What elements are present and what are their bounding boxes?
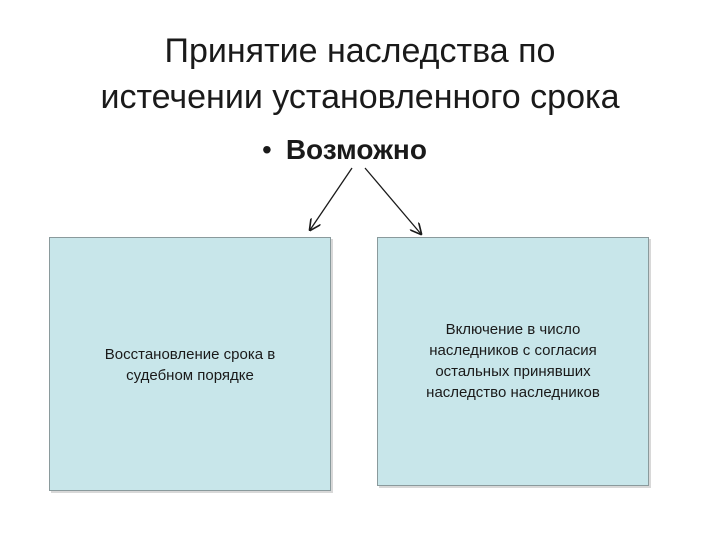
- box-right-line-2: наследников с согласия: [429, 342, 597, 359]
- option-box-court-restoration-text: Восстановление срока в судебном порядке: [105, 344, 275, 386]
- slide-title-line-2: истечении установленного срока: [100, 78, 620, 116]
- box-right-line-3: остальных принявших: [435, 363, 591, 380]
- arrow-to-right-box: [364, 167, 421, 234]
- bullet-item-possible: • Возможно: [262, 134, 427, 166]
- bullet-marker: •: [262, 134, 272, 165]
- option-box-heirs-consent: Включение в число наследников с согласия…: [377, 237, 649, 486]
- option-box-court-restoration: Восстановление срока в судебном порядке: [49, 237, 331, 491]
- slide-title: Принятие наследства по истечении установ…: [0, 28, 720, 120]
- box-right-line-4: наследство наследников: [426, 384, 600, 401]
- arrow-to-left-box: [310, 167, 353, 230]
- box-left-line-2: судебном порядке: [126, 367, 254, 384]
- option-box-heirs-consent-text: Включение в число наследников с согласия…: [426, 319, 600, 403]
- box-right-line-1: Включение в число: [445, 321, 581, 338]
- bullet-label: Возможно: [285, 134, 427, 165]
- slide-title-line-1: Принятие наследства по: [164, 32, 556, 70]
- box-left-line-1: Восстановление срока в: [104, 346, 276, 363]
